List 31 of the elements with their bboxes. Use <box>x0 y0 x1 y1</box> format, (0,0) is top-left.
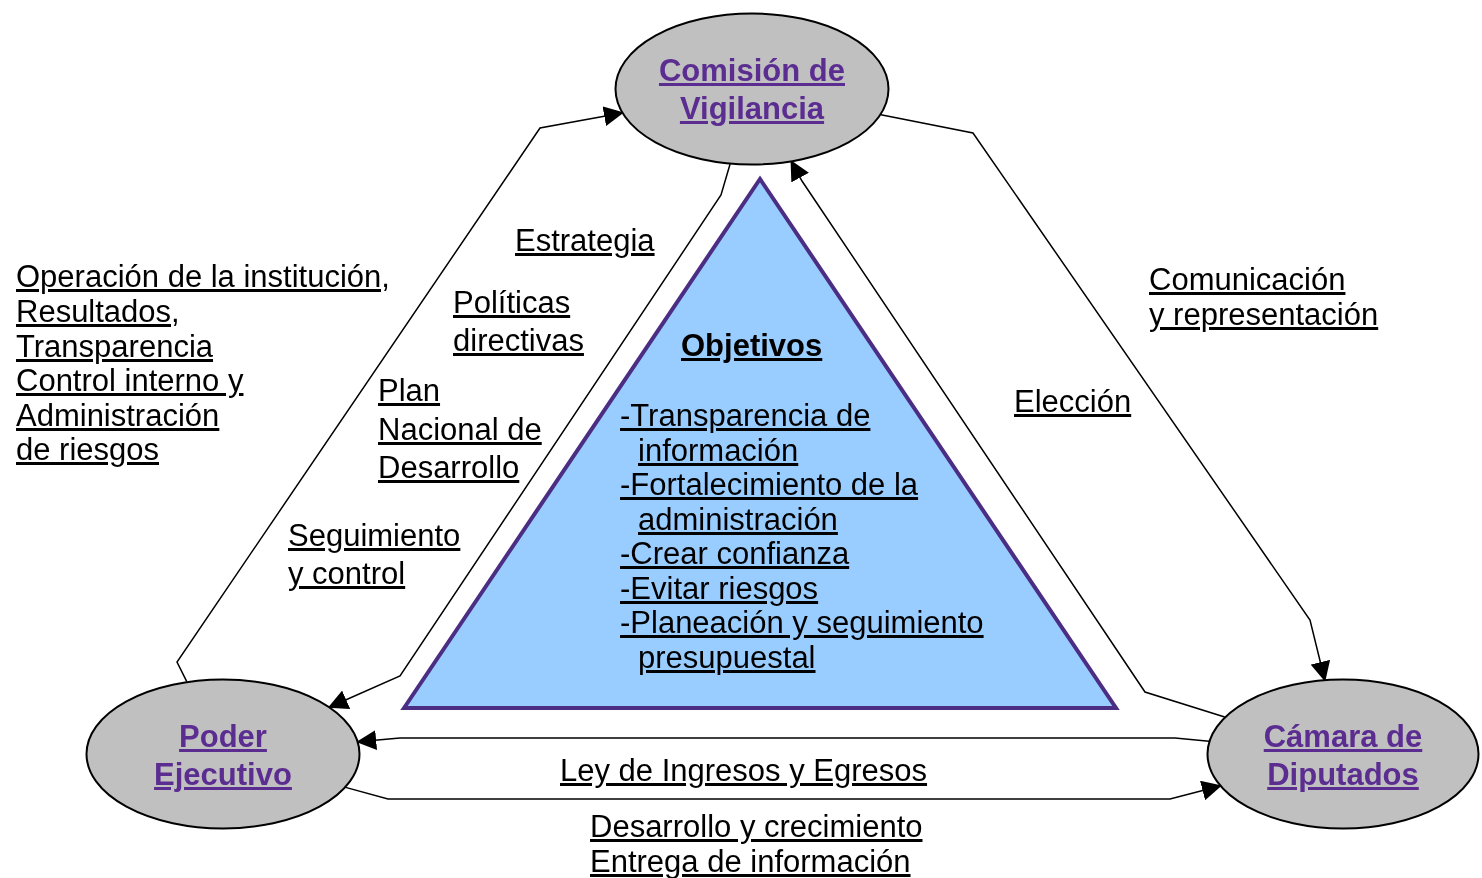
text-label: Control interno y Administración de riesgos <box>16 364 245 468</box>
ellipse-node <box>614 12 890 166</box>
arrow <box>790 160 1226 718</box>
objective-item: -Transparencia de información <box>620 399 872 468</box>
text-label: Plan Nacional de Desarrollo <box>378 372 543 487</box>
arrow <box>880 113 1331 682</box>
triangle-heading: Objetivos <box>681 329 824 364</box>
objective-item: -Crear confianza <box>620 537 851 572</box>
node-title: Comisión de Vigilancia <box>658 52 846 128</box>
text-label: Entrega de información <box>590 844 911 878</box>
objective-item: -Planeación y seguimiento presupuestal <box>620 606 985 675</box>
text-label: Transparencia <box>16 329 213 364</box>
ellipse-node <box>85 678 361 830</box>
text-label: Políticas directivas <box>453 284 585 360</box>
text-label: Comunicación <box>1149 262 1346 297</box>
text-label: Estrategia <box>515 223 655 258</box>
arrow <box>344 780 1222 801</box>
text-label: Operación de la institución, <box>16 259 390 294</box>
node-title: Cámara de Diputados <box>1262 718 1424 794</box>
objective-item: -Fortalecimiento de la administración <box>620 468 920 537</box>
arrow <box>176 106 624 683</box>
text-label: Resultados, <box>16 294 180 329</box>
objective-item: -Evitar riesgos <box>620 572 820 607</box>
text-label: Elección <box>1014 384 1132 419</box>
text-label: y representación <box>1149 297 1379 332</box>
text-label: Desarrollo y crecimiento <box>590 809 923 844</box>
text-label: Seguimiento y control <box>288 517 462 593</box>
arrow <box>356 730 1210 751</box>
arrow <box>327 163 731 709</box>
node-title: Poder Ejecutivo <box>153 718 293 794</box>
ellipse-node <box>1206 678 1480 830</box>
